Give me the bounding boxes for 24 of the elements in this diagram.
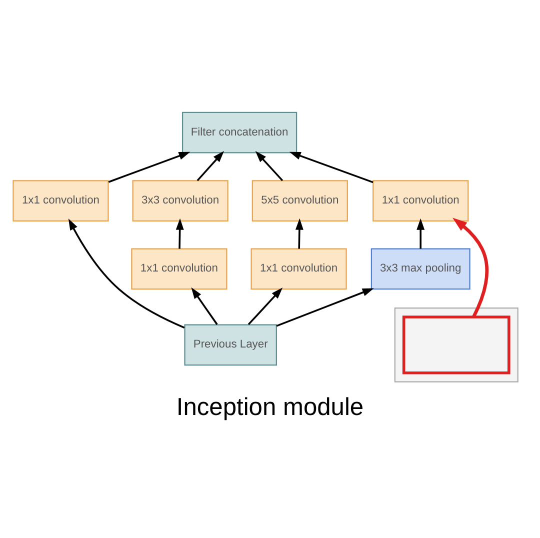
arrow	[68, 218, 185, 328]
arrow	[196, 150, 224, 181]
arrow	[452, 217, 489, 317]
arrow	[248, 287, 283, 325]
arrow	[295, 218, 304, 248]
node-box: Previous Layer	[184, 324, 277, 366]
cluster	[394, 307, 518, 382]
node-box: 5x5 convolution	[252, 180, 348, 221]
node-box: Filter concatenation	[182, 111, 298, 153]
caption: Inception module	[176, 393, 364, 420]
node-box: 1x1 convolution	[12, 180, 109, 221]
arrow	[289, 151, 374, 183]
arrow	[255, 150, 284, 181]
node-box: 1x1 convolution	[372, 180, 469, 221]
arrow	[416, 218, 425, 248]
node-box: 1x1 convolution	[131, 248, 228, 290]
arrow	[276, 288, 374, 326]
node-box: 1x1 convolution	[250, 248, 347, 290]
arrow	[191, 286, 218, 324]
node-box: 3x3 max pooling	[370, 248, 470, 290]
node-box	[402, 315, 510, 374]
node-box: 3x3 convolution	[132, 180, 228, 221]
arrow	[108, 151, 190, 182]
arrow	[176, 218, 184, 248]
